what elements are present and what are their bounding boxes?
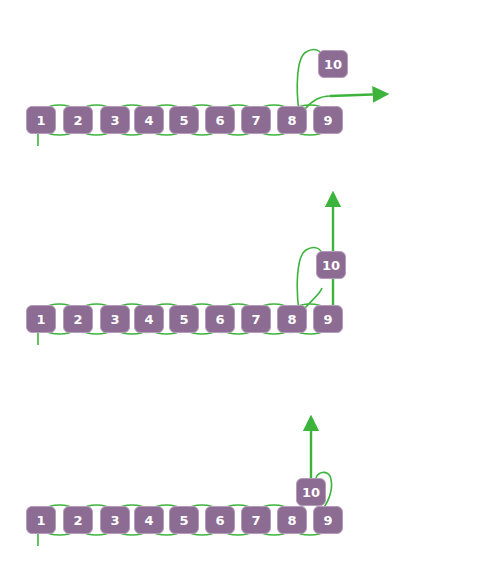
bead-number: 9	[323, 313, 332, 326]
bead: 3	[100, 506, 130, 534]
bead-number: 6	[215, 313, 224, 326]
bead: 10	[296, 478, 326, 506]
bead-number: 1	[36, 114, 45, 127]
direction-arrow	[310, 418, 312, 478]
bead-number: 4	[144, 514, 153, 527]
bead-number: 10	[322, 259, 340, 272]
bead: 9	[313, 305, 343, 333]
bead-number: 3	[110, 514, 119, 527]
bead-number: 2	[73, 514, 82, 527]
bead-number: 7	[251, 114, 260, 127]
bead: 10	[318, 50, 348, 78]
bead: 5	[169, 506, 199, 534]
bead: 8	[277, 305, 307, 333]
bead-number: 3	[110, 114, 119, 127]
bead-number: 9	[323, 514, 332, 527]
bead-number: 1	[36, 514, 45, 527]
bead: 7	[241, 305, 271, 333]
bead: 7	[241, 106, 271, 134]
bead-number: 3	[110, 313, 119, 326]
direction-arrow	[332, 194, 334, 306]
bead: 7	[241, 506, 271, 534]
bead: 5	[169, 305, 199, 333]
bead: 9	[313, 506, 343, 534]
bead: 1	[26, 506, 56, 534]
bead-number: 1	[36, 313, 45, 326]
bead: 2	[63, 305, 93, 333]
bead-number: 7	[251, 313, 260, 326]
bead-number: 7	[251, 514, 260, 527]
bead-number: 2	[73, 114, 82, 127]
bead-number: 6	[215, 514, 224, 527]
bead: 4	[134, 106, 164, 134]
bead: 2	[63, 106, 93, 134]
bead-number: 8	[287, 514, 296, 527]
direction-arrow	[330, 94, 386, 96]
bead-number: 6	[215, 114, 224, 127]
bead-number: 4	[144, 114, 153, 127]
bead-number: 10	[302, 486, 320, 499]
bead-number: 8	[287, 114, 296, 127]
bead: 4	[134, 506, 164, 534]
bead: 8	[277, 106, 307, 134]
bead: 10	[316, 251, 346, 279]
bead: 9	[313, 106, 343, 134]
bead: 8	[277, 506, 307, 534]
bead: 4	[134, 305, 164, 333]
bead: 6	[205, 305, 235, 333]
bead-number: 10	[324, 58, 342, 71]
bead: 6	[205, 106, 235, 134]
bead: 2	[63, 506, 93, 534]
bead-number: 4	[144, 313, 153, 326]
bead: 3	[100, 106, 130, 134]
bead: 1	[26, 106, 56, 134]
bead: 1	[26, 305, 56, 333]
bead-number: 5	[179, 114, 188, 127]
bead: 3	[100, 305, 130, 333]
bead-number: 8	[287, 313, 296, 326]
bead-number: 9	[323, 114, 332, 127]
bead-number: 5	[179, 514, 188, 527]
bead-number: 5	[179, 313, 188, 326]
bead: 5	[169, 106, 199, 134]
bead: 6	[205, 506, 235, 534]
bead-number: 2	[73, 313, 82, 326]
